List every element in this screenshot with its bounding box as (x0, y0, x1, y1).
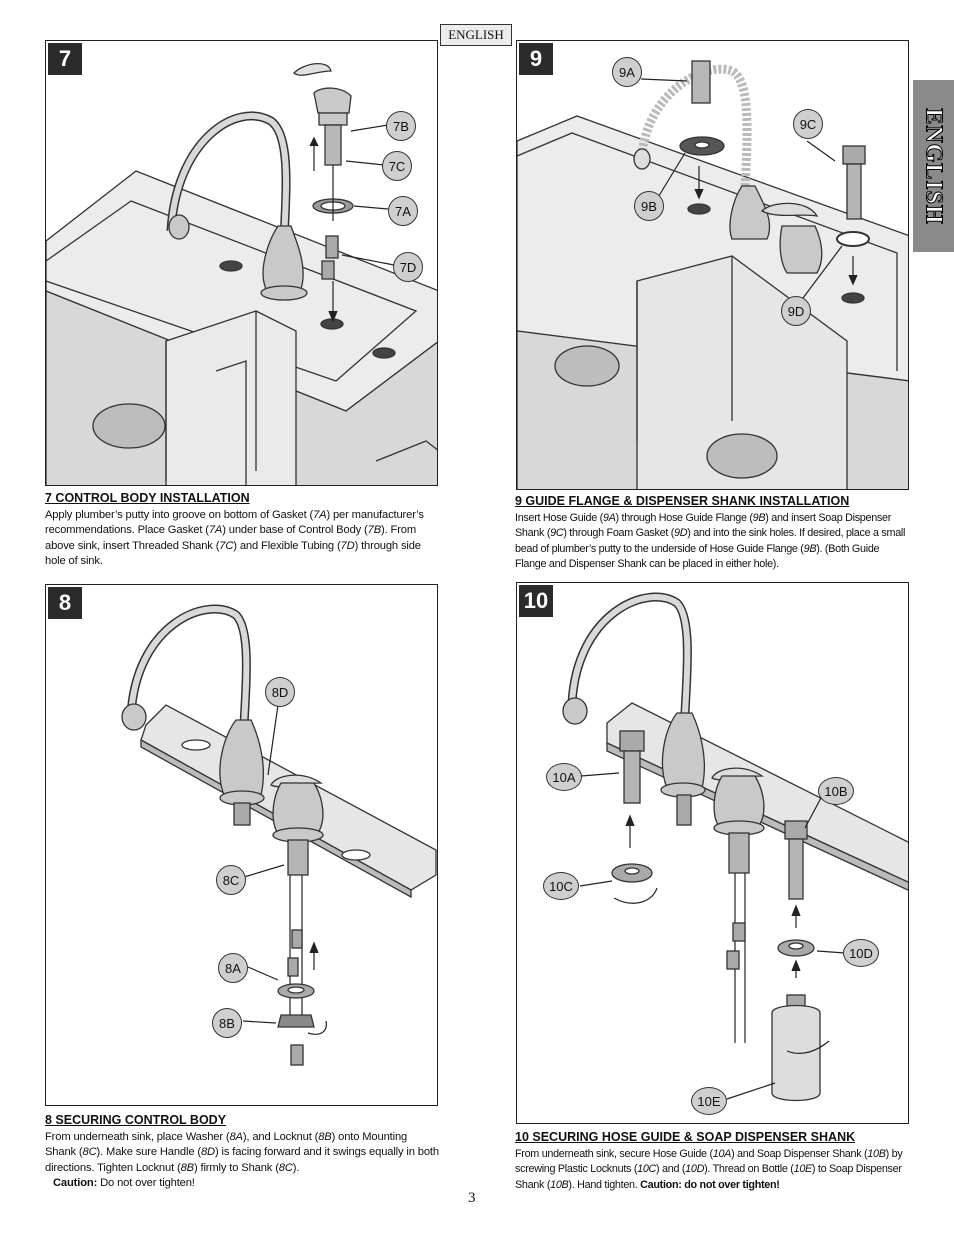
step-8-title: 8 SECURING CONTROL BODY (45, 1113, 227, 1127)
step-10-text: From underneath sink, secure Hose Guide … (515, 1147, 903, 1191)
callout-9a: 9A (612, 57, 642, 87)
side-language-tab: ENGLISH (913, 80, 954, 252)
callout-10a: 10A (546, 763, 582, 791)
step-7-illustration (46, 63, 437, 485)
callout-8a: 8A (218, 953, 248, 983)
panel-step-8: 8 (45, 584, 438, 1106)
step-10-title: 10 SECURING HOSE GUIDE & SOAP DISPENSER … (515, 1130, 856, 1144)
step-9-text: Insert Hose Guide (9A) through Hose Guid… (515, 511, 906, 571)
callout-8b: 8B (212, 1008, 242, 1038)
callout-10e: 10E (691, 1087, 727, 1115)
step-8-caution: Caution: Do not over tighten! (53, 1177, 195, 1189)
step-10-illustration (562, 592, 908, 1102)
caption-step-8: 8 SECURING CONTROL BODY From underneath … (45, 1113, 440, 1192)
callout-10c: 10C (543, 872, 579, 900)
callout-7d: 7D (393, 252, 423, 282)
callout-7b: 7B (386, 111, 416, 141)
panel-step-10: 10 (516, 582, 909, 1124)
page-number: 3 (468, 1190, 476, 1206)
callout-9c: 9C (793, 109, 823, 139)
callout-8d: 8D (265, 677, 295, 707)
step-9-illustration (517, 60, 908, 489)
step-8-illustration (121, 604, 437, 1066)
caption-step-10: 10 SECURING HOSE GUIDE & SOAP DISPENSER … (515, 1130, 913, 1193)
step-number-8: 8 (48, 587, 82, 619)
step-7-text: Apply plumber’s putty into groove on bot… (45, 508, 424, 568)
step-8-text: From underneath sink, place Washer (8A),… (45, 1130, 439, 1174)
step-7-title: 7 CONTROL BODY INSTALLATION (45, 491, 250, 505)
step-number-10: 10 (519, 585, 553, 617)
callout-10d: 10D (843, 939, 879, 967)
callout-9b: 9B (634, 191, 664, 221)
panel-step-9: 9 (516, 40, 909, 490)
callout-9d: 9D (781, 296, 811, 326)
callout-8c: 8C (216, 865, 246, 895)
step-number-9: 9 (519, 43, 553, 75)
step-10-caution: Caution: do not over tighten! (640, 1178, 780, 1191)
side-tab-label: ENGLISH (921, 107, 948, 225)
callout-10b: 10B (818, 777, 854, 805)
panel-step-7: 7 (45, 40, 438, 486)
step-9-title: 9 GUIDE FLANGE & DISPENSER SHANK INSTALL… (515, 494, 850, 508)
callout-7c: 7C (382, 151, 412, 181)
caption-step-7: 7 CONTROL BODY INSTALLATION Apply plumbe… (45, 491, 440, 570)
callout-7a: 7A (388, 196, 418, 226)
caption-step-9: 9 GUIDE FLANGE & DISPENSER SHANK INSTALL… (515, 494, 913, 573)
step-number-7: 7 (48, 43, 82, 75)
language-tab: ENGLISH (440, 24, 512, 46)
